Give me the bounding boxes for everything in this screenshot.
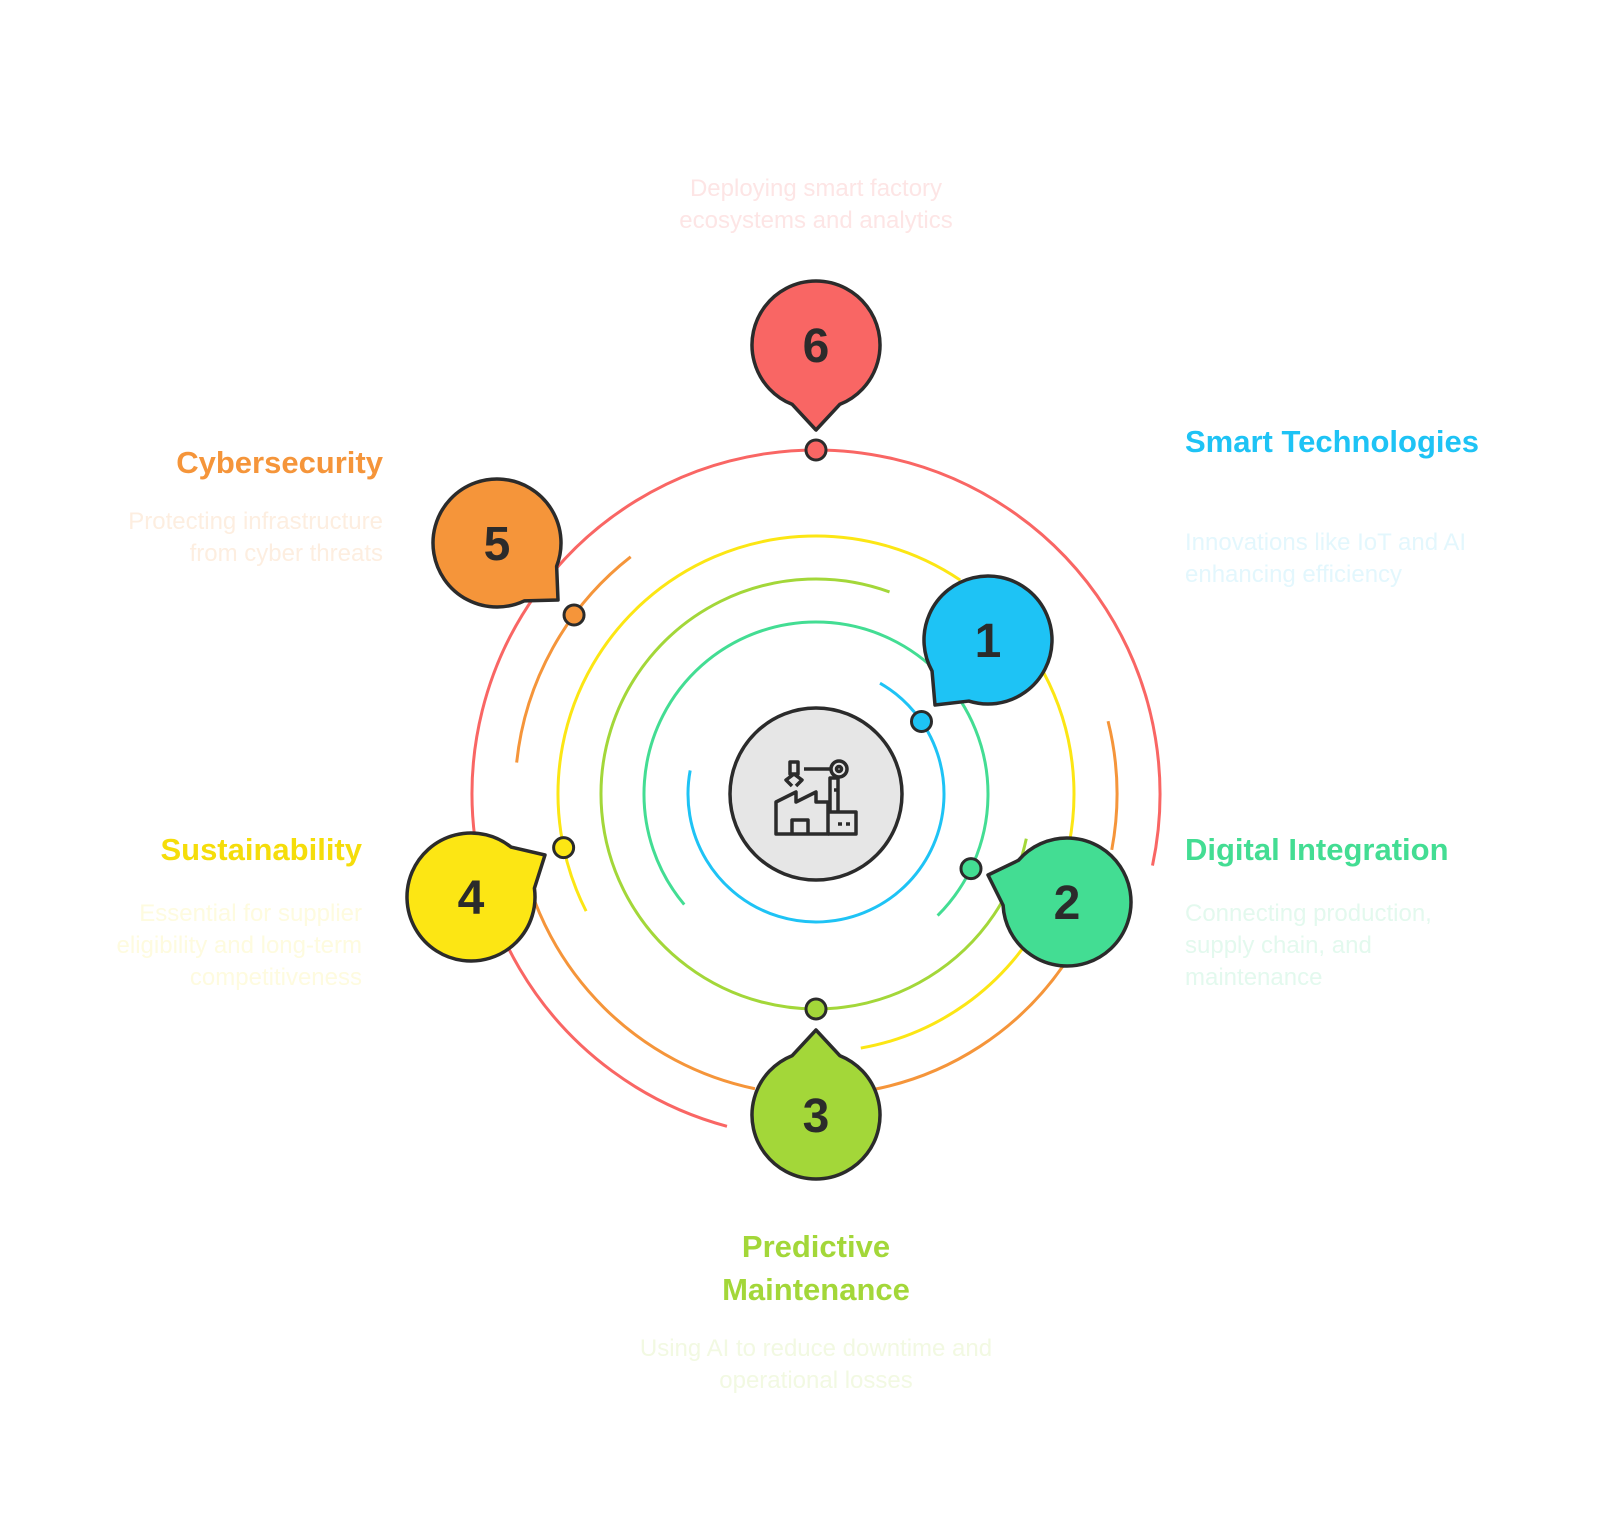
item-3-title: Predictive Maintenance [722, 1229, 910, 1307]
item-1-description: Innovations like IoT and AI enhancing ef… [1185, 529, 1467, 588]
badge-3-number: 3 [803, 1090, 830, 1143]
item-6-description: Deploying smart factory ecosystems and a… [679, 175, 953, 234]
ring-1-dot [909, 710, 933, 733]
ring-5-arc [515, 555, 632, 763]
badge-4 [405, 831, 547, 963]
ring-5-arc [873, 965, 1064, 1091]
badge-1 [922, 574, 1054, 707]
ring-6-arc [470, 448, 1162, 1128]
item-5-title: Cybersecurity [176, 445, 383, 480]
badge-5-number: 5 [484, 518, 511, 571]
ring-2-dot [959, 857, 983, 881]
ring-4-dot [552, 836, 576, 860]
badge-1-number: 1 [975, 615, 1002, 668]
item-2-title: Digital Integration [1185, 832, 1449, 867]
badge-5 [431, 477, 563, 609]
ring-3-arc [599, 577, 1028, 1011]
ring-5-arc [520, 856, 756, 1091]
badge-2 [986, 836, 1133, 968]
ring-1-arc [686, 681, 946, 924]
badge-3 [750, 1028, 882, 1181]
item-4-description: Essential for supplier eligibility and l… [116, 900, 362, 991]
ring-5-arc [1106, 720, 1119, 851]
badge-4-number: 4 [458, 872, 485, 925]
ring-5-dot [562, 603, 586, 627]
ring-3-dot [804, 997, 828, 1021]
ring-2-arc [642, 620, 990, 917]
item-5-description: Protecting infrastructure from cyber thr… [128, 508, 383, 567]
factory-robot-arm-icon [774, 759, 858, 836]
badge-6-number: 6 [803, 320, 830, 373]
ring-4-arc [556, 534, 962, 912]
badge-6 [750, 279, 882, 432]
ring-6-dot [804, 438, 828, 462]
item-2-description: Connecting production, supply chain, and… [1185, 900, 1432, 991]
item-3-description: Using AI to reduce downtime and operatio… [639, 1335, 993, 1394]
item-1-title: Smart Technologies [1185, 424, 1479, 459]
item-4-title: Sustainability [160, 832, 362, 867]
badge-2-number: 2 [1054, 877, 1081, 930]
